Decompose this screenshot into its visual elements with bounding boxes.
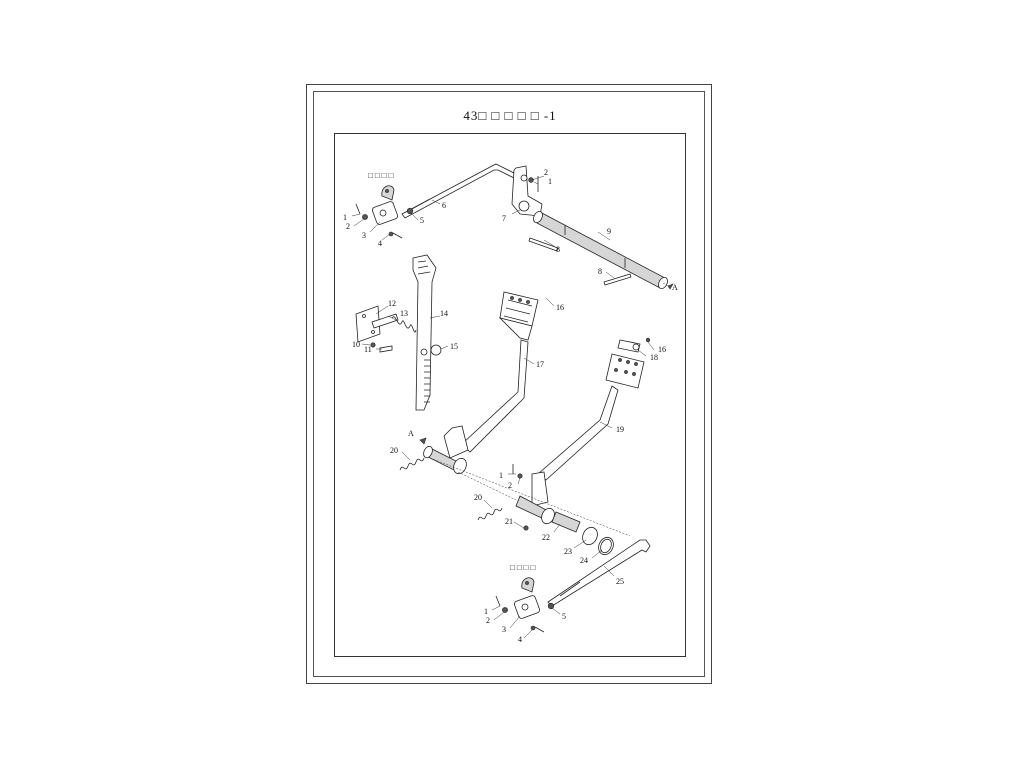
ref-arrow-label-lower: A (408, 429, 414, 438)
group-label-bottom: □ □ □ □ (510, 563, 535, 572)
callout-7: 7 (502, 214, 506, 223)
callout-1: 1 (548, 177, 552, 186)
callout-8: 8 (598, 267, 602, 276)
callout-16: 16 (556, 303, 564, 312)
callouts-bottom: 1 2 3 4 5 (484, 607, 566, 644)
callout-15: 15 (450, 342, 458, 351)
drawing-frame (334, 133, 686, 657)
callouts-middle-right: 16 17 18 16 19 (536, 303, 666, 434)
callout-13: 13 (400, 309, 408, 318)
callout-8: 8 (556, 245, 560, 254)
assembly-reference-lines (429, 457, 631, 537)
callout-21: 21 (505, 517, 513, 526)
callout-17: 17 (536, 360, 544, 369)
callout-10: 10 (352, 340, 360, 349)
callout-2: 2 (486, 616, 490, 625)
page-inner-border (313, 91, 705, 677)
callout-1: 1 (484, 607, 488, 616)
top-shift-rod (401, 163, 521, 219)
callout-4: 4 (518, 635, 522, 644)
ratchet-lever (412, 254, 437, 411)
bottom-left-clevis (495, 577, 555, 633)
callout-3: 3 (362, 231, 366, 240)
callout-24: 24 (580, 556, 588, 565)
second-pedal-arm (515, 337, 651, 556)
group-label-top: □ □ □ □ (368, 171, 393, 180)
callout-23: 23 (564, 547, 572, 556)
ref-arrow-lower: A (408, 429, 427, 445)
top-left-clevis (355, 185, 414, 239)
page-outer-border (306, 84, 712, 684)
callout-5: 5 (420, 216, 424, 225)
callout-2: 2 (508, 481, 512, 490)
callout-4: 4 (378, 239, 382, 248)
callout-3: 3 (502, 625, 506, 634)
page-title: 43□ □ □ □ □ -1 (463, 108, 557, 123)
callout-1: 1 (499, 471, 503, 480)
callouts-lower: 20 1 2 20 21 22 23 24 25 (390, 446, 624, 586)
callouts-middle-left: 12 13 14 10 11 15 (352, 299, 458, 354)
callout-9: 9 (607, 227, 611, 236)
callout-18: 18 (650, 353, 658, 362)
callout-2: 2 (346, 222, 350, 231)
callout-1: 1 (343, 213, 347, 222)
leader-lines (351, 175, 655, 639)
callout-14: 14 (440, 309, 448, 318)
callout-20: 20 (474, 493, 482, 502)
callout-12: 12 (388, 299, 396, 308)
ref-arrow-top: A (662, 282, 678, 292)
callout-6: 6 (442, 201, 446, 210)
return-springs (399, 457, 503, 521)
lower-shift-rod (547, 539, 651, 607)
callout-19: 19 (616, 425, 624, 434)
callout-25: 25 (616, 577, 624, 586)
callout-16: 16 (658, 345, 666, 354)
callout-2: 2 (544, 168, 548, 177)
ref-arrow-label-top: A (672, 283, 678, 292)
callout-22: 22 (542, 533, 550, 542)
callout-20: 20 (390, 446, 398, 455)
callout-11: 11 (364, 345, 372, 354)
callouts-top-left: 1 2 3 4 5 6 (343, 201, 446, 248)
brake-pedal-arm (423, 291, 539, 475)
callouts-top-right: 2 1 7 8 9 8 (502, 168, 611, 276)
cross-shaft (528, 210, 668, 290)
top-pivot-lever (511, 165, 543, 217)
callout-5: 5 (562, 612, 566, 621)
